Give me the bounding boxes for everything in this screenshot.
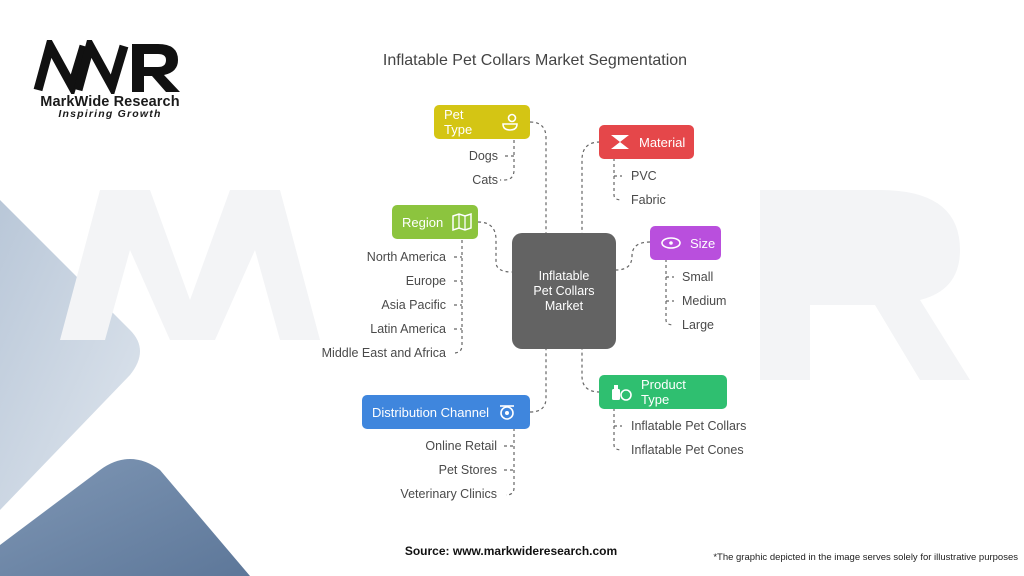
leaf-veterinary-clinics: Veterinary Clinics — [400, 487, 497, 501]
diagram-title: Inflatable Pet Collars Market Segmentati… — [382, 52, 688, 69]
leaf-medium: Medium — [682, 294, 727, 308]
leaf-middle-east-africa: Middle East and Africa — [321, 346, 446, 360]
distribution-icon — [500, 405, 515, 420]
category-product-type: Product Type — [599, 375, 727, 409]
map-icon — [452, 212, 472, 232]
leaf-inflatable-pet-cones: Inflatable Pet Cones — [631, 443, 744, 457]
leaf-online-retail: Online Retail — [425, 439, 497, 453]
product-icon — [612, 385, 632, 401]
category-label: Material — [639, 134, 686, 150]
center-node: Inflatable Pet Collars Market — [512, 233, 616, 349]
leaf-small: Small — [682, 270, 714, 284]
category-size: Size — [650, 226, 721, 260]
brand-name: MarkWide Research — [40, 94, 180, 110]
source-note: Source: www.markwideresearch.com — [404, 544, 618, 558]
category-label: Product Type — [641, 377, 686, 407]
category-region: Region — [392, 205, 478, 239]
leaf-latin-america: Latin America — [370, 322, 446, 336]
leaf-pvc: PVC — [631, 169, 657, 183]
center-label: Inflatable Pet Collars Market — [533, 268, 595, 313]
material-icon — [611, 135, 629, 149]
category-label: Region — [402, 214, 444, 230]
leaf-north-america: North America — [366, 250, 446, 264]
pet-bowl-icon — [502, 113, 518, 131]
collar-icon — [661, 237, 681, 249]
leaf-europe: Europe — [405, 274, 446, 288]
leaf-inflatable-pet-collars: Inflatable Pet Collars — [631, 419, 747, 433]
leaf-cats: Cats — [472, 173, 498, 187]
leaf-pet-stores: Pet Stores — [438, 463, 497, 477]
disclaimer-note: *The graphic depicted in the image serve… — [713, 552, 1018, 563]
leaf-asia-pacific: Asia Pacific — [381, 298, 446, 312]
category-material: Material — [599, 125, 694, 159]
leaf-large: Large — [682, 318, 714, 332]
category-label: Size — [690, 235, 716, 251]
category-label: Distribution Channel — [372, 404, 490, 420]
category-pet-type: Pet Type — [434, 105, 530, 139]
leaf-fabric: Fabric — [631, 193, 666, 207]
leaf-dogs: Dogs — [468, 149, 498, 163]
brand-logo — [33, 40, 180, 94]
category-label: Pet Type — [444, 107, 473, 137]
brand-tagline: Inspiring Growth — [58, 108, 162, 120]
category-distribution-channel: Distribution Channel — [362, 395, 530, 429]
